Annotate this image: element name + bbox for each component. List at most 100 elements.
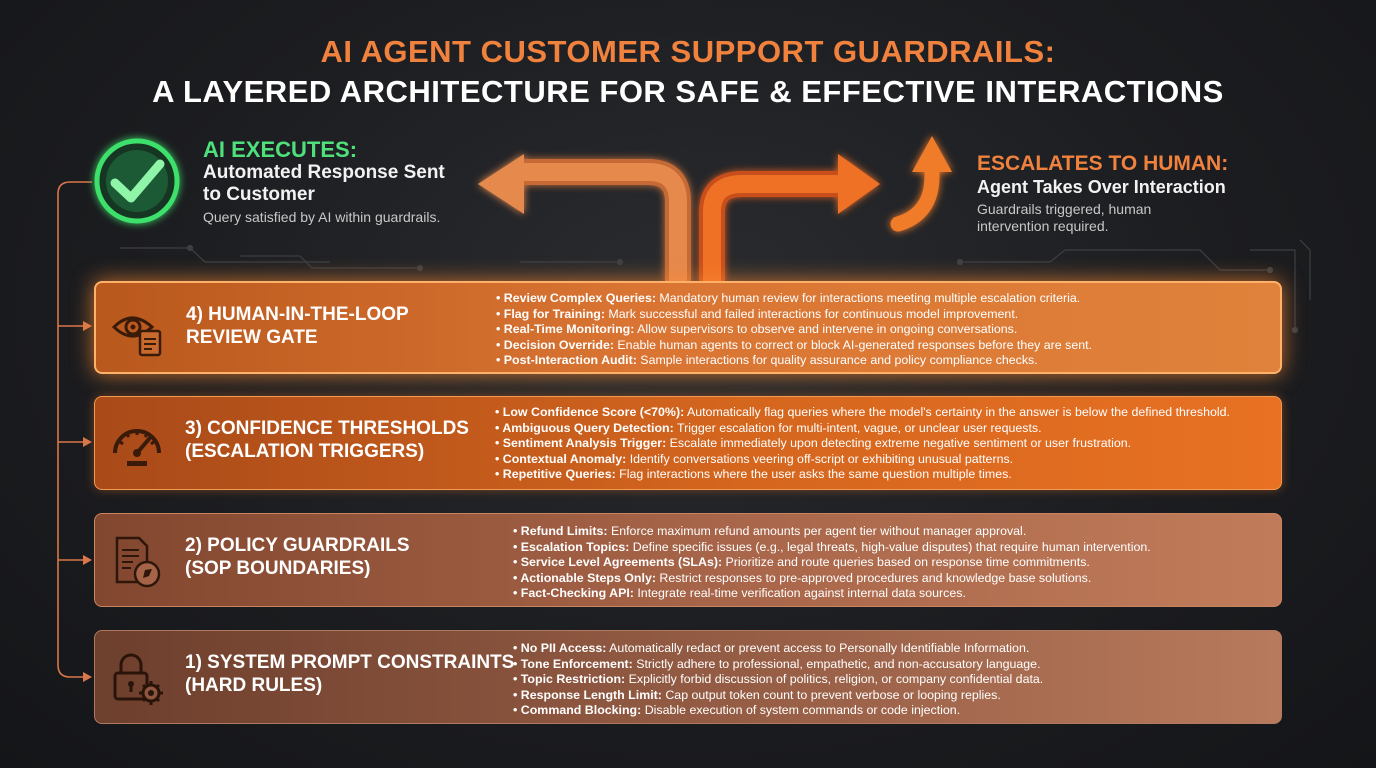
bullet-label: Actionable Steps Only: [520,570,656,585]
bullet-text: Enable human agents to correct or block … [613,337,1092,352]
bullet-label: Low Confidence Score (<70%): [502,405,685,419]
bullet-item: Escalation Topics: Define specific issue… [513,540,1151,556]
layer-title-line: REVIEW GATE [186,327,318,348]
layer-title-line: (HARD RULES) [185,675,323,696]
ai-executes-subtitle: Automated Response Sent to Customer [203,162,445,205]
layer-title: 3) CONFIDENCE THRESHOLDS(ESCALATION TRIG… [185,417,469,463]
layer-title-line: 2) POLICY GUARDRAILS [185,535,410,556]
layer-title-line: 4) HUMAN-IN-THE-LOOP [186,304,409,325]
bullet-label: Topic Restriction: [520,672,626,687]
bullet-item: Post-Interaction Audit: Sample interacti… [496,353,1092,369]
bullet-item: Command Blocking: Disable execution of s… [513,703,1043,719]
bullet-item: Review Complex Queries: Mandatory human … [496,291,1092,307]
bullet-label: Refund Limits: [520,524,608,538]
bullet-item: Low Confidence Score (<70%): Automatical… [495,405,1230,421]
lock-gear-icon [113,653,163,705]
escalates-subtitle: Agent Takes Over Interaction [977,177,1226,197]
bullet-label: Escalation Topics: [520,539,630,554]
bullet-item: Flag for Training: Mark successful and f… [496,307,1092,323]
branch-arrow-right [699,154,880,281]
bullet-label: Real-Time Monitoring: [503,322,635,337]
layer-title-line: 3) CONFIDENCE THRESHOLDS [185,418,469,439]
bullet-label: Review Complex Queries: [503,291,656,305]
bullet-item: Response Length Limit: Cap output token … [513,688,1043,704]
bracket-arrowheads [83,321,92,682]
escalates-note: Guardrails triggered, human intervention… [977,201,1152,234]
bullet-label: Service Level Agreements (SLAs): [520,555,723,570]
circuit-traces [120,239,1311,334]
bullet-text: Escalate immediately upon detecting extr… [666,436,1132,451]
bullet-item: Service Level Agreements (SLAs): Priorit… [513,555,1151,571]
layer-bullets: Refund Limits: Enforce maximum refund am… [513,524,1151,602]
bullet-label: Response Length Limit: [520,687,662,702]
bullet-item: Fact-Checking API: Integrate real-time v… [513,586,1151,602]
layer-confidence-thresholds: 3) CONFIDENCE THRESHOLDS(ESCALATION TRIG… [94,396,1282,490]
bullet-label: Ambiguous Query Detection: [502,420,674,435]
layer-title-line: (ESCALATION TRIGGERS) [185,441,425,462]
bullet-item: Actionable Steps Only: Restrict response… [513,571,1151,587]
layer-bullets: No PII Access: Automatically redact or p… [513,641,1043,719]
layer-title: 2) POLICY GUARDRAILS(SOP BOUNDARIES) [185,534,410,580]
eye-clipboard-icon [111,316,162,357]
bullet-label: No PII Access: [520,641,607,655]
page-title: AI AGENT CUSTOMER SUPPORT GUARDRAILS: [320,34,1056,69]
bullet-text: Define specific issues (e.g., legal thre… [629,539,1151,554]
bullet-label: Sentiment Analysis Trigger: [502,436,667,451]
bullet-item: Ambiguous Query Detection: Trigger escal… [495,421,1230,437]
document-compass-icon [115,536,161,588]
bullet-text: Explicitly forbid discussion of politics… [625,672,1044,687]
bullet-label: Flag for Training: [503,306,605,321]
bullet-text: Strictly adhere to professional, empathe… [632,656,1041,671]
bullet-text: Prioritize and route queries based on re… [722,555,1090,570]
bullet-text: Identify conversations veering off-scrip… [626,451,1014,466]
bullet-item: Refund Limits: Enforce maximum refund am… [513,524,1151,540]
escalates-title: ESCALATES TO HUMAN: [977,152,1229,175]
bullet-label: Repetitive Queries: [502,467,616,482]
bullet-text: Disable execution of system commands or … [641,703,961,718]
bullet-text: Restrict responses to pre-approved proce… [655,570,1092,585]
bullet-text: Sample interactions for quality assuranc… [636,353,1038,368]
layer-bullets: Review Complex Queries: Mandatory human … [496,291,1092,369]
bullet-label: Fact-Checking API: [520,586,634,601]
page-subtitle: A LAYERED ARCHITECTURE FOR SAFE & EFFECT… [152,74,1224,109]
bullet-text: Integrate real-time verification against… [633,586,966,601]
ai-executes-title: AI EXECUTES: [203,137,358,162]
bullet-label: Command Blocking: [520,703,642,718]
bullet-text: Enforce maximum refund amounts per agent… [607,524,1027,538]
bullet-text: Allow supervisors to observe and interve… [634,322,1018,337]
bullet-text: Trigger escalation for multi-intent, vag… [673,420,1042,435]
layer-title-line: (SOP BOUNDARIES) [185,558,371,579]
bullet-item: Decision Override: Enable human agents t… [496,338,1092,354]
bullet-text: Automatically redact or prevent access t… [606,641,1030,655]
layer-system-prompt-constraints: 1) SYSTEM PROMPT CONSTRAINTS(HARD RULES)… [94,630,1282,724]
bullet-label: Tone Enforcement: [520,656,633,671]
bullet-label: Post-Interaction Audit: [503,353,637,368]
bullet-item: Repetitive Queries: Flag interactions wh… [495,467,1230,483]
bullet-text: Flag interactions where the user asks th… [615,467,1012,482]
bullet-item: Topic Restriction: Explicitly forbid dis… [513,672,1043,688]
feedback-bracket [57,181,92,678]
bullet-text: Cap output token count to prevent verbos… [661,687,1001,702]
bullet-item: No PII Access: Automatically redact or p… [513,641,1043,657]
layer-title-line: 1) SYSTEM PROMPT CONSTRAINTS [185,652,515,673]
branch-arrow-left [478,154,691,281]
bullet-label: Decision Override: [503,337,614,352]
upward-arrow-icon [890,136,952,232]
bullet-label: Contextual Anomaly: [502,451,627,466]
bullet-item: Contextual Anomaly: Identify conversatio… [495,452,1230,468]
bullet-text: Mandatory human review for interactions … [655,291,1081,305]
layer-title: 1) SYSTEM PROMPT CONSTRAINTS(HARD RULES) [185,651,514,697]
layer-policy-guardrails: 2) POLICY GUARDRAILS(SOP BOUNDARIES) Ref… [94,513,1282,607]
checkmark-circle-icon [94,138,180,224]
bullet-item: Real-Time Monitoring: Allow supervisors … [496,322,1092,338]
gauge-icon [113,429,161,466]
bullet-text: Automatically flag queries where the mod… [684,405,1230,419]
bullet-item: Sentiment Analysis Trigger: Escalate imm… [495,436,1230,452]
layer-bullets: Low Confidence Score (<70%): Automatical… [495,405,1230,483]
bullet-item: Tone Enforcement: Strictly adhere to pro… [513,657,1043,673]
ai-executes-note: Query satisfied by AI within guardrails. [203,209,441,225]
bullet-text: Mark successful and failed interactions … [604,306,1019,321]
